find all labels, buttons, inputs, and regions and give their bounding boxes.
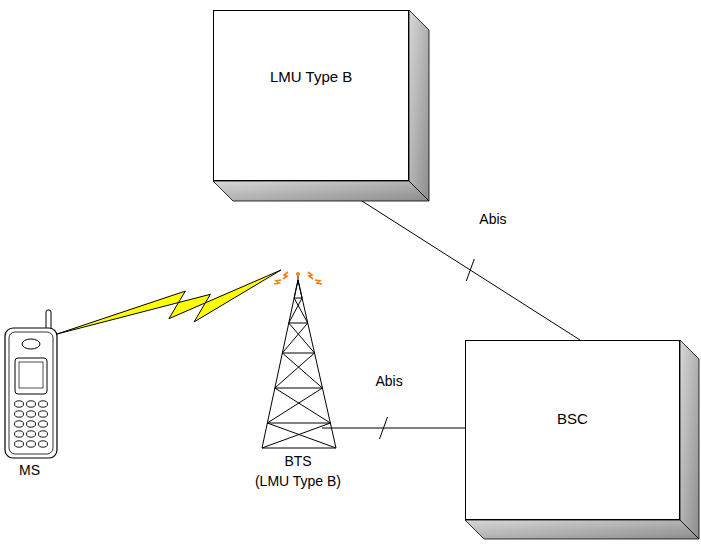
node-label: LMU Type B xyxy=(270,68,352,85)
abis-link xyxy=(331,181,580,340)
interface-label: Abis xyxy=(374,373,405,390)
node-label: BSC xyxy=(557,410,588,427)
box-outline xyxy=(465,340,701,541)
node-sublabel: (LMU Type B) xyxy=(255,473,341,490)
bts-tower: BTS (LMU Type B) xyxy=(245,268,351,492)
node-label: BTS xyxy=(284,453,311,470)
interface-label: Abis xyxy=(477,211,508,228)
mobile-station: MS xyxy=(2,308,64,480)
bsc-box: BSC xyxy=(465,340,699,539)
node-label: MS xyxy=(19,462,40,479)
box-outline xyxy=(213,10,431,203)
phone-icon xyxy=(2,308,64,480)
radio-link xyxy=(57,270,281,334)
lmu-box: LMU Type B xyxy=(213,10,429,201)
abis-link xyxy=(322,417,465,439)
